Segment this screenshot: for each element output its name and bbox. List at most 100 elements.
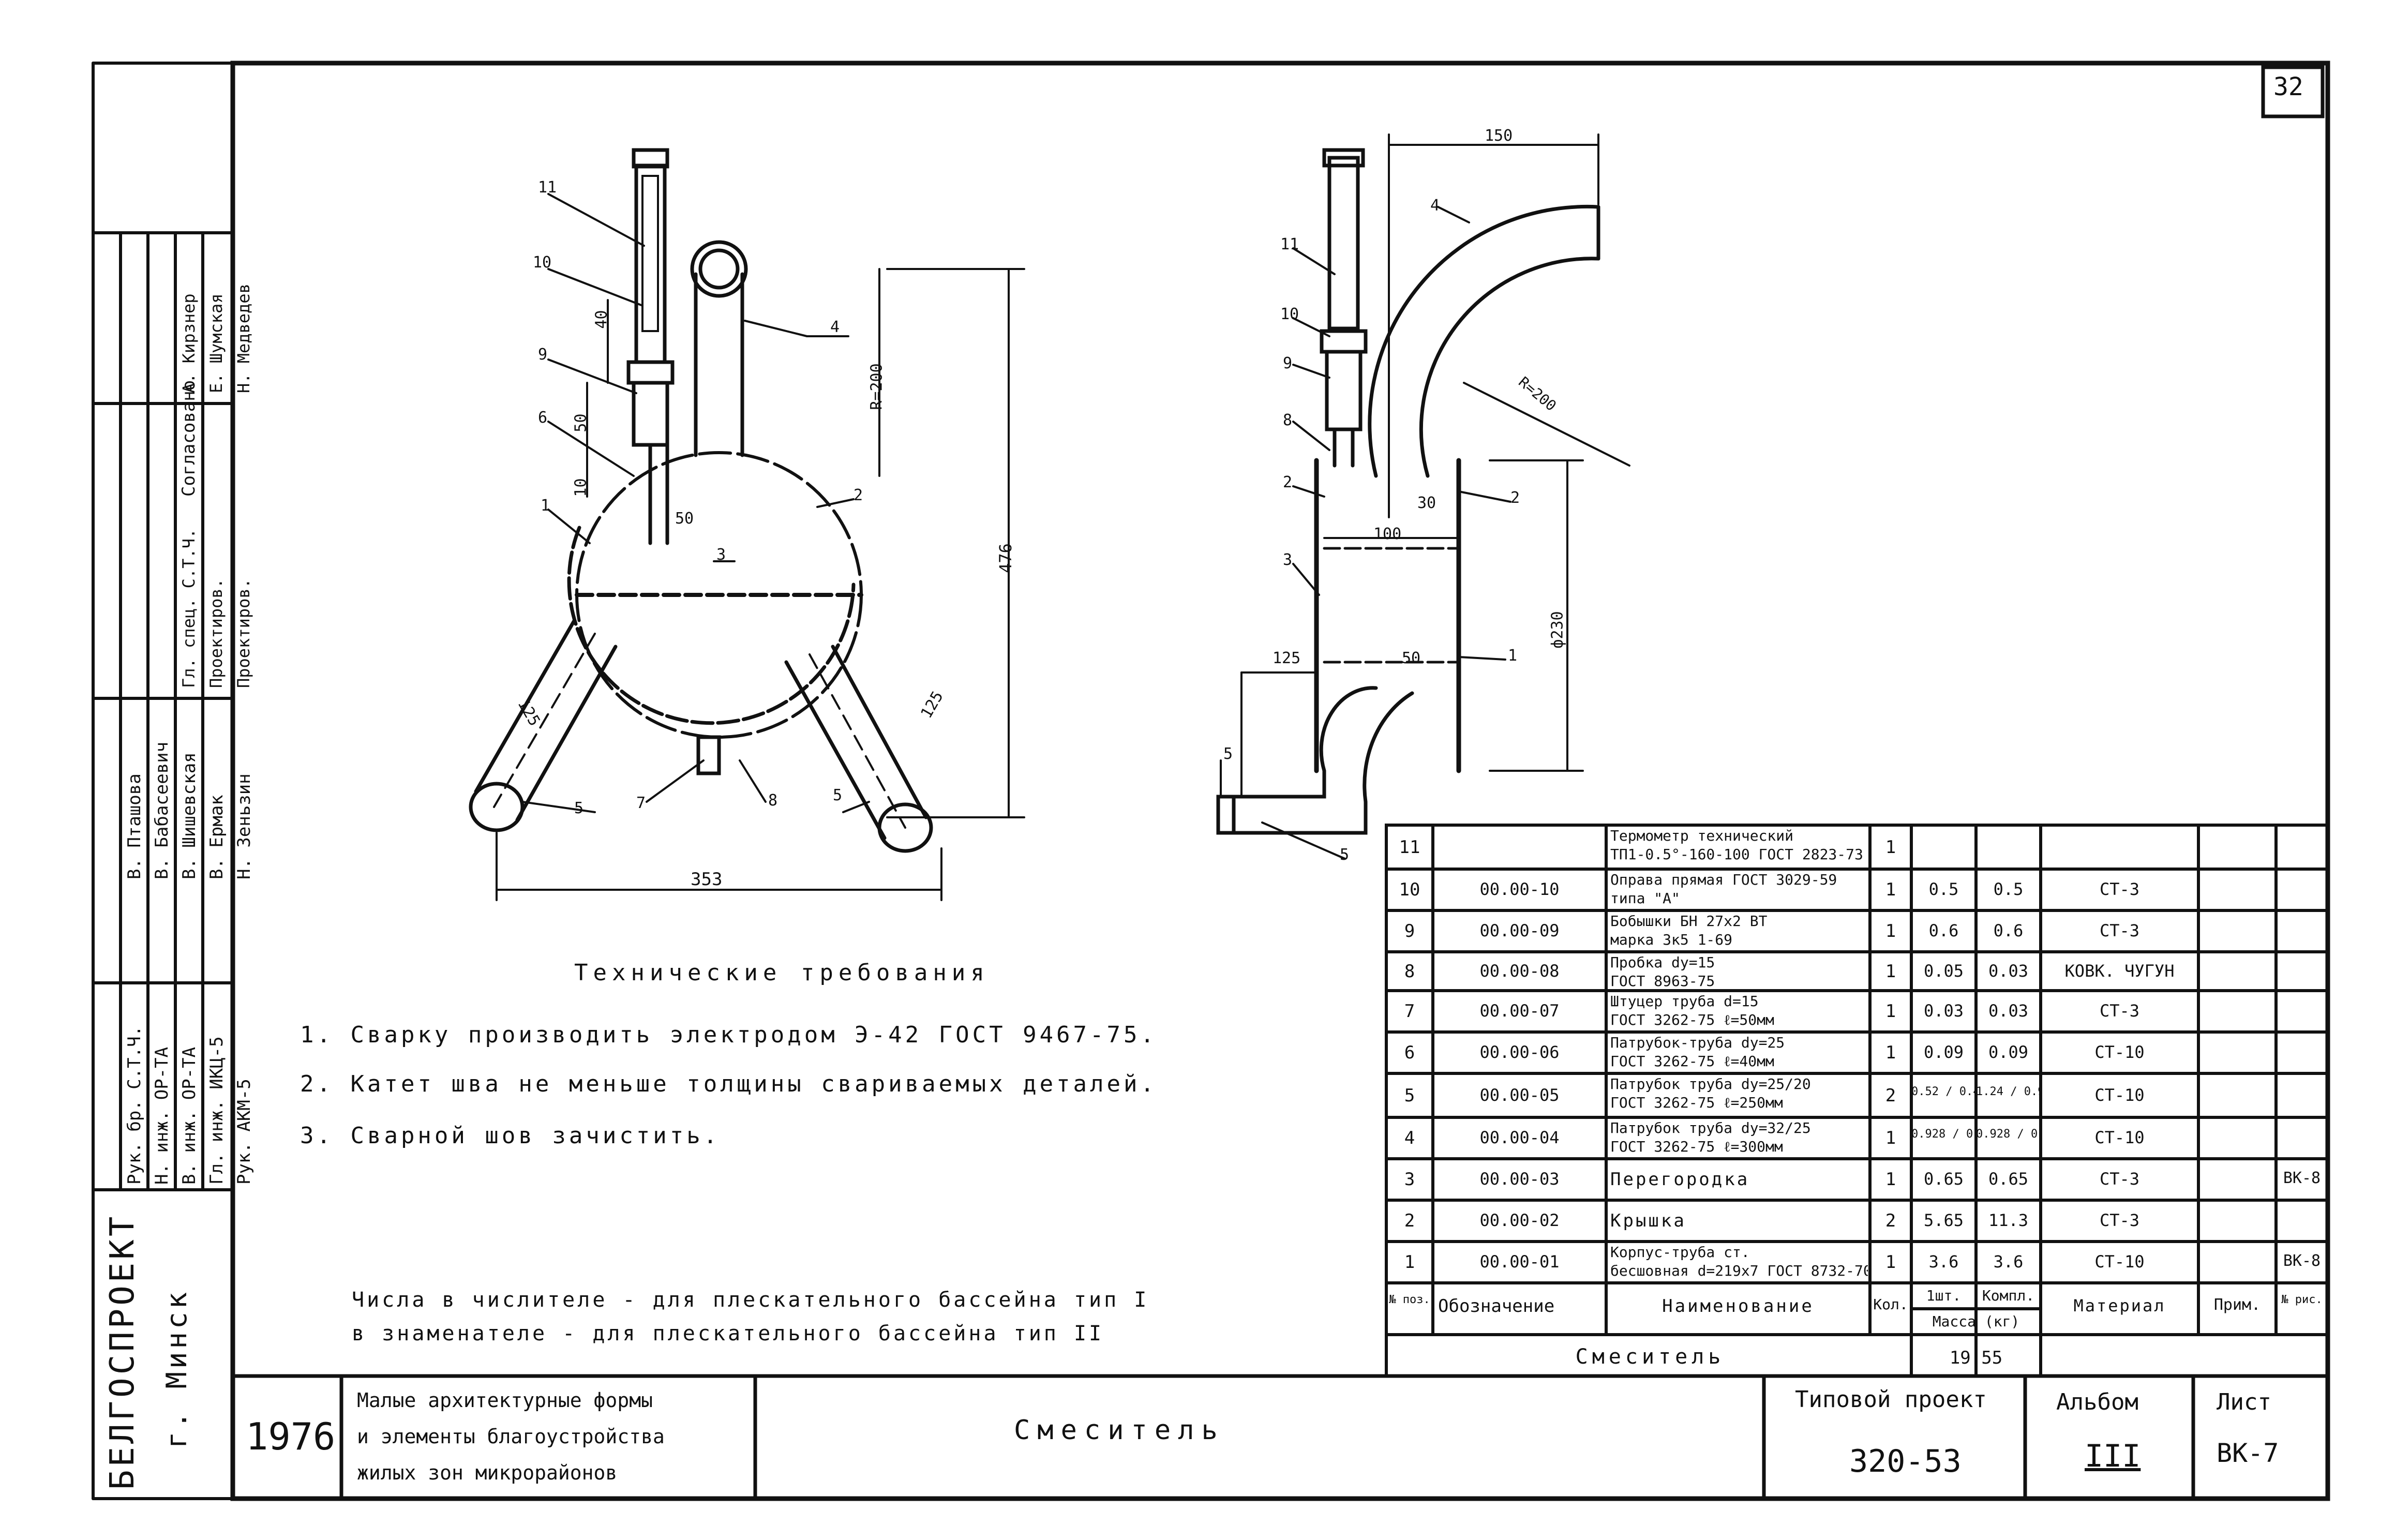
spec-cell-mass-set: 0.5 <box>1993 879 2024 899</box>
stamp-role: Рук. бр. С.Т.Ч. <box>124 1025 145 1185</box>
spec-header-name: Наименование <box>1662 1296 1814 1317</box>
dim-100: 100 <box>1373 525 1402 543</box>
tech-requirements-title: Технические требования <box>574 960 990 986</box>
spec-cell-name-line2: ГОСТ 8963-75 <box>1610 973 1715 990</box>
spec-cell-pos: 3 <box>1404 1169 1415 1190</box>
spec-cell-qty: 1 <box>1885 879 1896 900</box>
spec-cell-material: СТ-10 <box>2094 1042 2145 1062</box>
spec-cell-name-line2: ГОСТ 3262-75 ℓ=250мм <box>1610 1094 1783 1111</box>
stamp-role-2: Проектиров. <box>234 578 253 688</box>
stamp-name-2: Е. Шумская <box>206 293 226 393</box>
dim-50-right: 50 <box>1402 649 1421 667</box>
spec-cell-pos: 10 <box>1399 879 1420 900</box>
spec-header-material: Материал <box>2073 1296 2166 1315</box>
title-subject-2: и элементы благоустройства <box>357 1425 665 1448</box>
spec-cell-material: СТ-3 <box>2099 921 2140 940</box>
spec-cell-qty: 1 <box>1885 836 1896 858</box>
spec-cell-name-line2: типа "А" <box>1610 890 1680 907</box>
spec-cell-name-line2: ГОСТ 3262-75 ℓ=50мм <box>1610 1011 1774 1028</box>
spec-header-code: Обозначение <box>1438 1296 1555 1317</box>
spec-cell-name-line1: Штуцер труба d=15 <box>1610 993 1759 1010</box>
fraction-note-line2: в знаменателе - для плескательного бассе… <box>352 1322 1104 1345</box>
spec-cell-name-line1: Корпус-труба ст. <box>1610 1244 1750 1261</box>
title-sheet-value: ВК-7 <box>2217 1438 2279 1468</box>
spec-cell-mass-unit: 0.65 <box>1923 1169 1964 1189</box>
spec-cell-name-line1: Патрубок труба dу=32/25 <box>1610 1119 1811 1137</box>
title-sheet-label: Лист <box>2217 1389 2271 1415</box>
spec-cell-qty: 1 <box>1885 1169 1896 1190</box>
dim-50b: 50 <box>675 510 694 528</box>
spec-cell-code: 00.00-05 <box>1479 1085 1560 1105</box>
spec-cell-qty: 2 <box>1885 1085 1896 1106</box>
callout-2: 2 <box>854 486 863 504</box>
spec-header-pos: № поз. <box>1389 1293 1430 1306</box>
callout-6: 6 <box>538 409 548 427</box>
spec-cell-mass-unit: 0.6 <box>1928 921 1959 940</box>
spec-cell-material: СТ-3 <box>2099 1001 2140 1021</box>
callout-side-3: 3 <box>1283 551 1293 569</box>
callout-side-8: 8 <box>1283 411 1293 429</box>
dim-40: 40 <box>592 310 611 329</box>
spec-cell-name-line1: Патрубок труба dу=25/20 <box>1610 1075 1811 1093</box>
spec-cell-name-line2: бесшовная d=219х7 ГОСТ 8732-70 <box>1610 1262 1868 1279</box>
dim-476: 476 <box>995 543 1015 573</box>
callout-7: 7 <box>636 794 646 812</box>
dim-r200-left: R=200 <box>867 363 886 410</box>
spec-table-grid <box>1385 824 2329 1378</box>
spec-cell-fig: ВК-8 <box>2283 1252 2321 1270</box>
spec-cell-qty: 1 <box>1885 961 1896 982</box>
org-name: БЕЛГОСПРОЕКТ <box>103 1213 142 1490</box>
spec-cell-mass-set: 3.6 <box>1993 1252 2024 1272</box>
spec-cell-qty: 1 <box>1885 1252 1896 1273</box>
title-year: 1976 <box>246 1415 336 1458</box>
stamp-name-2: А. Кирзнер <box>179 293 199 393</box>
dim-150: 150 <box>1485 127 1513 145</box>
spec-cell-mass-unit: 0.928 / 0.62 <box>1911 1128 1976 1141</box>
spec-cell-qty: 1 <box>1885 1128 1896 1148</box>
spec-cell-code: 00.00-10 <box>1479 879 1560 899</box>
spec-cell-name: Перегородка <box>1610 1169 1750 1190</box>
spec-cell-mass-set: 1.24 / 0.96 <box>1976 1085 2041 1098</box>
spec-cell-pos: 4 <box>1404 1128 1415 1148</box>
stamp-name-2: Н. Медведев <box>234 283 253 393</box>
spec-cell-pos: 6 <box>1404 1042 1415 1063</box>
spec-cell-name-line2: ТП1-0.5°-160-100 ГОСТ 2823-73 <box>1610 846 1863 863</box>
callout-side-5: 5 <box>1340 846 1350 864</box>
spec-cell-material: СТ-3 <box>2099 879 2140 899</box>
tech-requirement-2: 2. Катет шва не меньше толщины свариваем… <box>300 1071 1158 1097</box>
dim-10: 10 <box>572 478 590 497</box>
spec-cell-mass-unit: 0.05 <box>1923 961 1964 981</box>
stamp-role: В. инж. ОР-ТА <box>179 1046 200 1185</box>
spec-cell-material: СТ-10 <box>2094 1085 2145 1105</box>
title-subject-3: жилых зон микрорайонов <box>357 1461 618 1484</box>
stamp-role: Рук. АКМ-5 <box>234 1079 255 1185</box>
callout-side-2b: 2 <box>1510 489 1520 507</box>
spec-cell-code: 00.00-02 <box>1479 1210 1560 1230</box>
spec-cell-pos: 11 <box>1399 836 1420 858</box>
callout-side-4: 4 <box>1430 197 1440 215</box>
fraction-note-line1: Числа в числителе - для плескательного б… <box>352 1288 1149 1312</box>
stamp-role: Н. инж. ОР-ТА <box>152 1046 172 1185</box>
callout-8: 8 <box>768 791 778 810</box>
stamp-name: Н. Зеньзин <box>234 773 255 879</box>
stamp-role-2: Проектиров. <box>206 578 226 688</box>
spec-cell-mass-unit: 5.65 <box>1923 1210 1964 1230</box>
spec-cell-name-line2: ГОСТ 3262-75 ℓ=40мм <box>1610 1053 1774 1070</box>
sheet-number: 32 <box>2273 72 2303 101</box>
spec-header-qty: Кол. <box>1873 1296 1908 1313</box>
title-drawing-name: Смеситель <box>1014 1415 1225 1446</box>
spec-cell-name-line2: марка 3к5 1-69 <box>1610 931 1733 948</box>
org-city: г. Минск <box>160 1289 193 1448</box>
spec-cell-pos: 5 <box>1404 1085 1415 1106</box>
spec-cell-code: 00.00-03 <box>1479 1169 1560 1189</box>
spec-cell-material: СТ-10 <box>2094 1128 2145 1147</box>
tech-requirement-1: 1. Сварку производить электродом Э-42 ГО… <box>300 1022 1158 1048</box>
spec-cell-pos: 2 <box>1404 1210 1415 1231</box>
stamp-name: В. Шишевская <box>179 752 200 879</box>
callout-side-11: 11 <box>1280 235 1299 253</box>
spec-cell-pos: 8 <box>1404 961 1415 982</box>
spec-header-m2: Компл. <box>1982 1287 2035 1304</box>
callout-side-10: 10 <box>1280 305 1299 323</box>
spec-cell-mass-unit: 3.6 <box>1928 1252 1959 1272</box>
